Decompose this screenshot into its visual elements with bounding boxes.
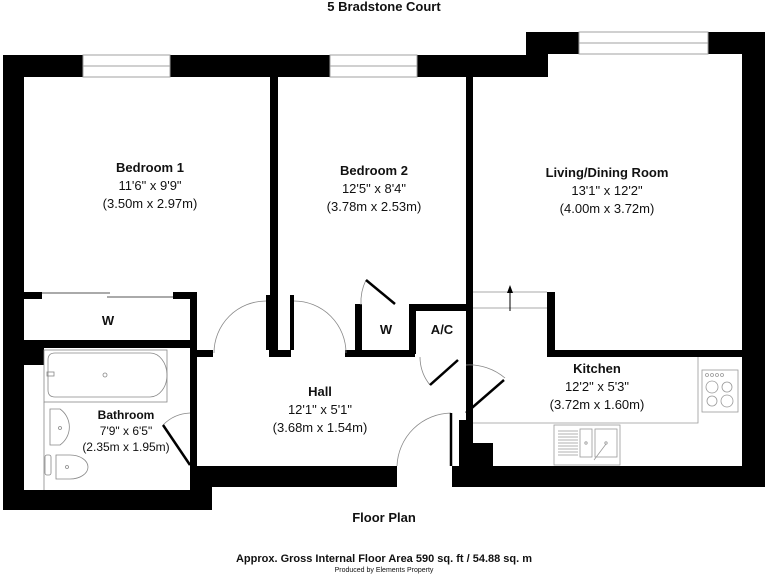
room-dim-metric: (3.68m x 1.54m) (272, 420, 368, 435)
wardrobe-1-tag: W (101, 313, 115, 328)
plan-title: 5 Bradstone Court (327, 0, 441, 14)
room-name: Bathroom (97, 408, 155, 422)
room-hall: Hall 12'1" x 5'1" (3.68m x 1.54m) (273, 383, 368, 437)
room-dim-metric: (2.35m x 1.95m) (82, 440, 170, 454)
windows (82, 31, 709, 78)
room-name: Kitchen (573, 361, 621, 376)
stairs-arrow-icon (507, 285, 513, 293)
door-leaves (161, 279, 505, 466)
produced-by: Produced by Elements Property (334, 567, 434, 574)
floor-plan-label: Floor Plan (352, 510, 416, 525)
room-dim-imperial: 11'6" x 9'9" (118, 178, 182, 193)
room-name: Bedroom 1 (116, 160, 184, 175)
room-dim-imperial: 12'2" x 5'3" (564, 379, 630, 394)
room-dim-metric: (3.72m x 1.60m) (549, 397, 645, 412)
doors (42, 279, 506, 467)
wardrobe-2-tag: W (379, 322, 393, 337)
room-bedroom-1: Bedroom 1 11'6" x 9'9" (3.50m x 2.97m) (103, 159, 198, 213)
room-living-dining: Living/Dining Room 13'1" x 12'2" (4.00m … (546, 164, 669, 218)
gross-area: Approx. Gross Internal Floor Area 590 sq… (235, 553, 533, 565)
room-bathroom: Bathroom 7'9" x 6'5" (2.35m x 1.95m) (82, 407, 169, 455)
room-dim-imperial: 12'1" x 5'1" (287, 402, 353, 417)
bathroom-fixtures (43, 349, 168, 490)
room-kitchen: Kitchen 12'2" x 5'3" (3.72m x 1.60m) (550, 360, 645, 414)
room-name: Hall (308, 384, 332, 399)
room-dim-imperial: 13'1" x 12'2" (571, 183, 643, 198)
room-dim-imperial: 12'5" x 8'4" (341, 181, 407, 196)
room-name: Bedroom 2 (340, 163, 408, 178)
room-dim-metric: (4.00m x 3.72m) (559, 201, 655, 216)
room-dim-metric: (3.50m x 2.97m) (102, 196, 198, 211)
airing-cupboard-tag: A/C (430, 322, 454, 337)
kitchen-fixtures (473, 357, 739, 466)
room-dim-metric: (3.78m x 2.53m) (326, 199, 422, 214)
room-bedroom-2: Bedroom 2 12'5" x 8'4" (3.78m x 2.53m) (327, 162, 422, 216)
room-dim-imperial: 7'9" x 6'5" (99, 424, 153, 438)
walls (3, 32, 765, 510)
room-name: Living/Dining Room (545, 165, 669, 180)
kitchen-threshold (473, 290, 547, 311)
